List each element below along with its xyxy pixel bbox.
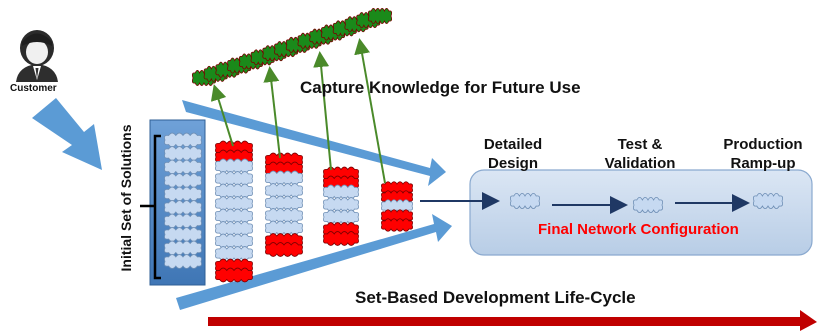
final-network-panel [469, 169, 813, 256]
customer-icon [16, 30, 58, 82]
stage-3-line2: Ramp-up [730, 155, 796, 172]
solution-column-2 [265, 152, 303, 257]
stage-3-line1: Production [723, 136, 803, 153]
stage-clouds [510, 193, 783, 213]
stage-1-line2: Design [487, 155, 538, 172]
rejected-solution-cloud [381, 218, 413, 232]
solution-cloud [265, 183, 303, 198]
lifecycle-label: Set-Based Development Life-Cycle [355, 288, 636, 307]
initial-set-label: Initial Set of Solutions [118, 124, 134, 272]
solution-column-1 [215, 140, 253, 283]
funnel-bottom-arrow [176, 214, 452, 310]
initial-solution-column [164, 132, 202, 269]
initial-set-bracket [140, 134, 161, 280]
solution-cloud [265, 220, 303, 236]
customer-arrow [32, 98, 102, 170]
solution-cloud [323, 209, 359, 225]
solution-cloud [265, 170, 303, 186]
solution-cloud [323, 184, 359, 200]
knowledge-cloud-chain [191, 8, 393, 86]
solution-cloud [164, 186, 202, 202]
solution-cloud [164, 240, 202, 256]
solution-cloud [215, 233, 253, 249]
stage-2-line1: Test & [617, 136, 663, 153]
solution-cloud [215, 183, 253, 199]
customer-label: Customer [10, 83, 57, 94]
rejected-solution-cloud [215, 267, 253, 283]
solution-cloud [323, 197, 359, 212]
stage-1-line1: Detailed [483, 136, 543, 153]
solution-cloud [265, 195, 303, 211]
solution-cloud [215, 208, 253, 224]
solution-cloud [265, 208, 303, 223]
solution-cloud [215, 171, 253, 186]
solution-cloud [164, 227, 202, 242]
funnel-top-arrow [182, 100, 446, 186]
knowledge-cloud [367, 8, 393, 24]
stage-production-rampup: Production Ramp-up [714, 135, 812, 173]
solution-cloud [215, 246, 253, 261]
solution-cloud [215, 196, 253, 211]
solution-cloud [215, 158, 253, 174]
stage-detailed-design: Detailed Design [473, 135, 553, 173]
solution-cloud [164, 146, 202, 161]
stage-2-line2: Validation [604, 155, 676, 172]
knowledge-capture-arrows [210, 38, 386, 184]
test-validation-cloud [633, 197, 663, 213]
stage-test-validation: Test & Validation [591, 135, 689, 173]
solution-cloud [215, 221, 253, 236]
detailed-design-cloud [510, 193, 540, 209]
solution-cloud [164, 132, 202, 148]
solution-column-3 [323, 166, 359, 246]
solution-cloud [164, 213, 202, 229]
lifecycle-timeline-arrow [208, 310, 817, 331]
final-network-label: Final Network Configuration [538, 221, 739, 238]
solution-cloud [164, 159, 202, 175]
solution-cloud [164, 173, 202, 188]
knowledge-label: Capture Knowledge for Future Use [300, 78, 581, 97]
rejected-solution-cloud [265, 242, 303, 257]
solution-cloud [164, 200, 202, 215]
rejected-solution-cloud [323, 231, 359, 246]
solution-column-4 [381, 181, 413, 232]
production-rampup-cloud [753, 193, 783, 209]
solution-cloud [381, 199, 413, 213]
solution-cloud [164, 254, 202, 269]
